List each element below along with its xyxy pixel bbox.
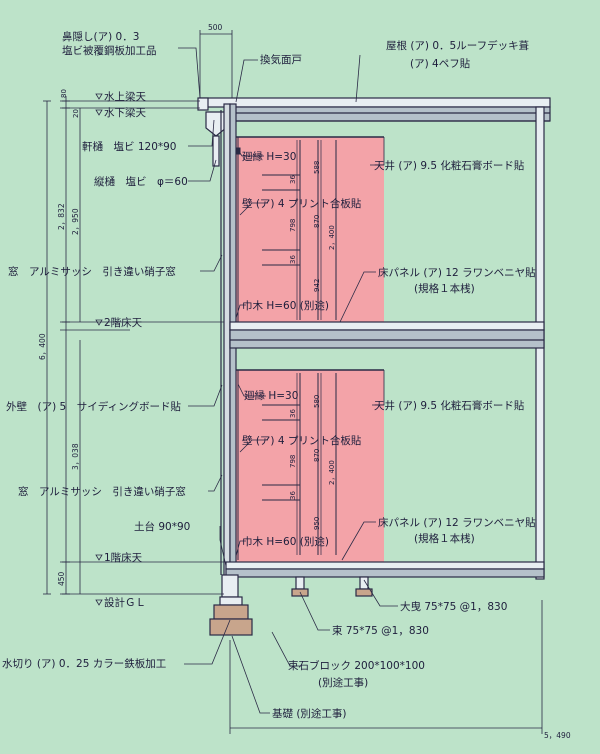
label-yuka-upper-2: (規格１本桟) [414,282,475,295]
label-hanakakushi-1: 鼻隠し(ア) 0．3 [62,30,139,43]
label-gaiheki: 外壁 (ア) 5 サイディングボード貼 [6,400,181,413]
dimension-lines-left [43,96,81,595]
level-markers [95,93,103,606]
label-yane-2: (ア) 4ペフ貼 [410,57,471,70]
level-lines [60,100,224,595]
label-kabe-upper: 壁 (ア) 4 プリント合板貼 [242,197,362,210]
dim-2832: 2，832 [57,203,66,230]
label-kabe-lower: 壁 (ア) 4 プリント合板貼 [242,434,362,447]
level-mizukami: 水上梁天 [104,90,146,103]
label-tenjo-upper: 天井 (ア) 9.5 化粧石膏ボード貼 [374,159,525,172]
leader-lines [178,47,398,714]
label-mizukiri: 水切り (ア) 0．25 カラー鉄板加工 [2,657,166,670]
dim-upper-36a: 36 [289,175,297,184]
label-mawaribuchi-upper: 廻縁 H=30 [242,150,296,163]
label-tenjo-lower: 天井 (ア) 9.5 化粧石膏ボード貼 [374,399,525,412]
dim-top-500: 500 [208,23,223,32]
roof [199,97,551,122]
label-yane-1: 屋根 (ア) 0．5ルーフデッキ葺 [386,39,529,52]
label-obiki: 大曳 75*75 @1，830 [400,600,507,613]
dim-lower-36a: 36 [289,409,297,418]
dim-2950: 2，950 [71,208,80,235]
dim-lower-580: 580 [313,395,321,408]
label-yuka-lower-2: (規格１本桟) [414,532,475,545]
dim-450: 450 [57,571,66,586]
lower-room-detail [236,369,384,560]
dim-3038: 3，038 [71,443,80,470]
label-nokitoi: 軒樋 塩ビ 120*90 [82,140,177,153]
label-mado-lower: 窓 アルミサッシ 引き違い硝子窓 [18,485,186,498]
label-mawaribuchi-lower: 廻縁 H=30 [244,389,298,402]
dim-6400: 6，400 [38,333,47,360]
interior-dimension-lines [296,140,322,555]
dim-lower-870: 870 [313,449,321,462]
dim-lower-36b: 36 [289,491,297,500]
label-habaki-upper: 巾木 H=60 (別途) [242,299,329,312]
dim-80: 80 [60,89,68,98]
level-sekkei-gl: 設計ＧＬ [104,596,146,609]
dim-lower-950: 950 [313,517,321,530]
label-habaki-lower: 巾木 H=60 (別途) [242,535,329,548]
dim-upper-2400: 2，400 [328,225,336,250]
dim-lower-2400: 2，400 [328,460,336,485]
dim-upper-798: 798 [289,219,297,232]
label-mado-upper: 窓 アルミサッシ 引き違い硝子窓 [8,265,176,278]
dim-upper-870: 870 [313,215,321,228]
level-floor2: 2階床天 [104,316,143,329]
label-tatetoi: 縦樋 塩ビ φ＝60 [94,175,188,188]
upper-room-wall [236,137,384,325]
label-tsuka: 束 75*75 @1，830 [332,625,429,637]
bottom-dimension [229,600,543,734]
label-tsukaishi-2: (別途工事) [318,676,368,689]
label-kankimendo: 換気面戸 [260,53,302,66]
dim-upper-36b: 36 [289,255,297,264]
label-yuka-lower-1: 床パネル (ア) 12 ラワンベニヤ貼 [378,516,536,529]
upper-room-detail [235,136,384,325]
dim-upper-942: 942 [313,279,321,292]
level-floor1: 1階床天 [104,551,143,564]
label-tsukaishi-1: 束石ブロック 200*100*100 [288,659,425,672]
level-mizushita: 水下梁天 [104,106,146,119]
dim-20: 20 [72,109,80,118]
second-floor-beam [229,321,545,349]
dim-lower-798: 798 [289,455,297,468]
dim-bottom-5490: 5，490 [544,731,571,740]
label-hanakakushi-2: 塩ビ被覆鋼板加工品 [62,44,157,57]
label-dodai: 土台 90*90 [134,520,190,533]
top-dimension [199,30,233,98]
label-kiso: 基礎 (別途工事) [272,707,347,720]
label-yuka-upper-1: 床パネル (ア) 12 ラワンベニヤ貼 [378,266,536,279]
dim-upper-588: 588 [313,161,321,174]
